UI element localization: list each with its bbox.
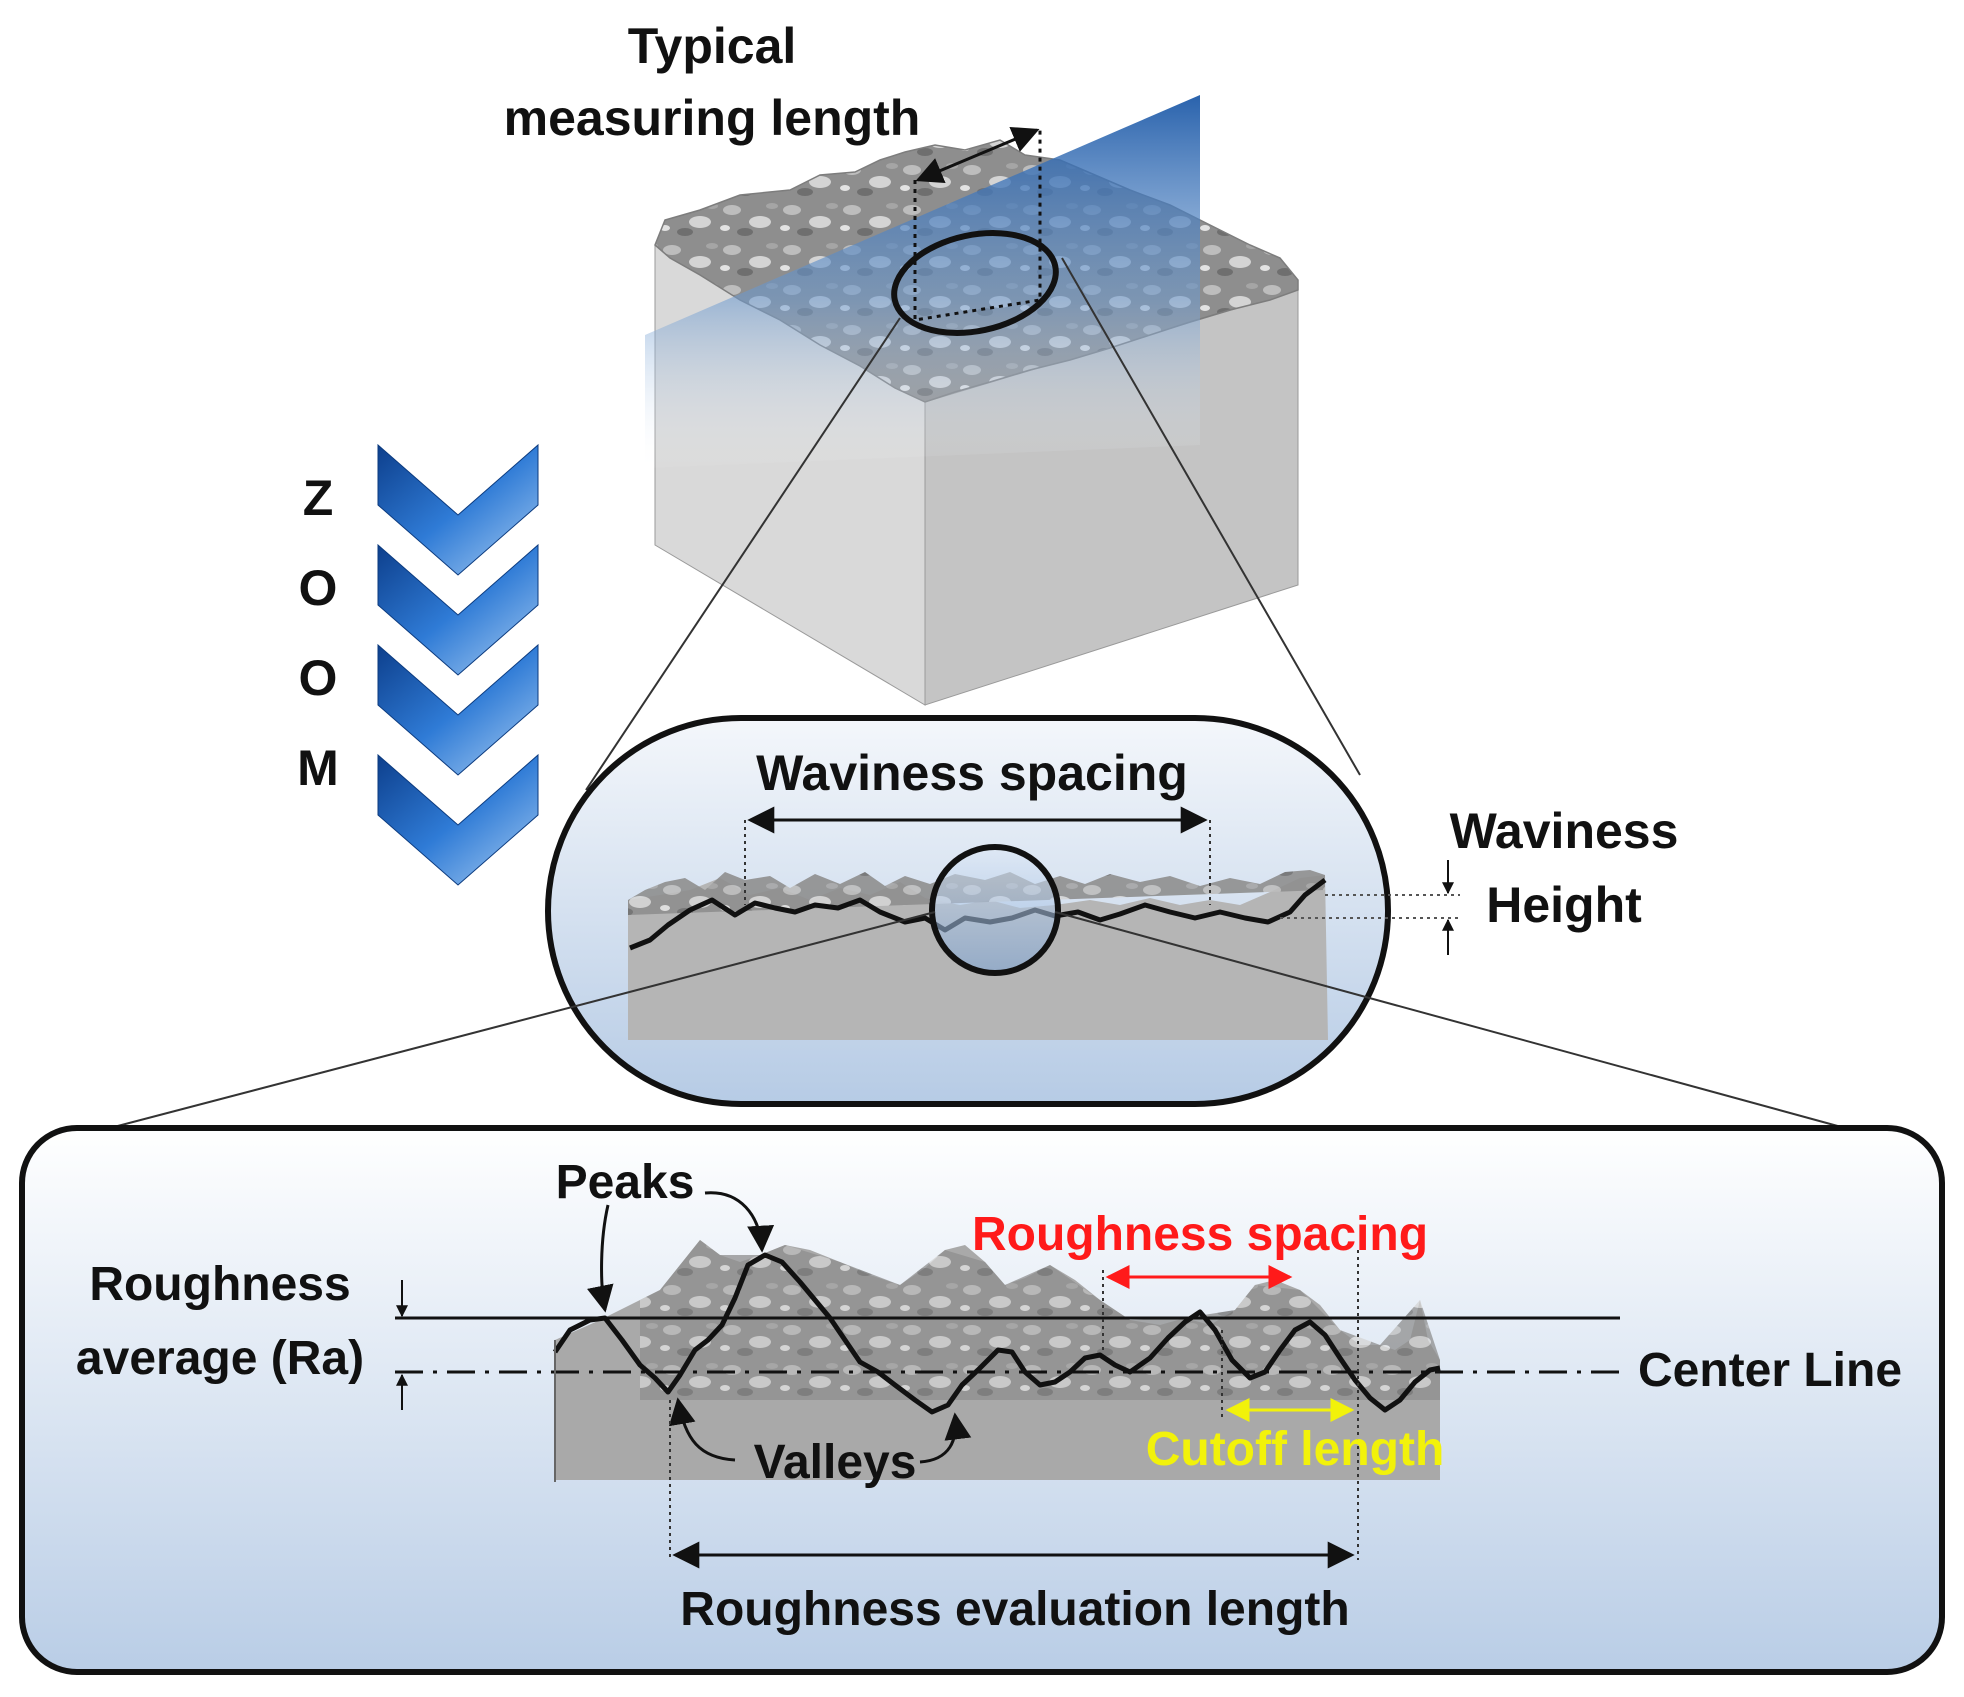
valley-arrow-2	[919, 1412, 972, 1464]
zoom-line-left-1	[585, 317, 901, 791]
roughness-average-label-line1: Roughness	[89, 1258, 350, 1311]
chevron-icon-3	[377, 643, 539, 776]
waviness-oval	[545, 715, 1391, 1107]
zoom-ellipse-top	[891, 230, 1059, 336]
waviness-height-label-line2: Height	[1486, 877, 1642, 933]
zoom-letter-o1: O	[299, 560, 338, 616]
peaks-label: Peaks	[556, 1156, 695, 1209]
zoom-letter-o2: O	[299, 650, 338, 706]
roughness-average-label-line2: average (Ra)	[76, 1332, 364, 1385]
peak-arrow-2	[704, 1191, 775, 1253]
valleys-label: Valleys	[754, 1436, 917, 1489]
zoom-line-right-1	[1061, 257, 1361, 776]
typical-label-line2: measuring length	[504, 90, 921, 146]
zoom-line-right-2	[1054, 911, 1846, 1129]
roughness-spacing-label: Roughness spacing	[972, 1208, 1428, 1261]
zoom-letter-m: M	[297, 740, 339, 796]
roughness-profile-texture	[640, 1240, 1440, 1400]
chevron-icon-2	[377, 543, 539, 676]
chevron-icon-4	[377, 753, 539, 886]
waviness-spacing-label: Waviness spacing	[756, 745, 1188, 801]
center-line-label: Center Line	[1638, 1344, 1902, 1397]
cutting-plane	[645, 95, 1200, 468]
zoom-letter-z: Z	[303, 470, 334, 526]
zoom-line-left-2	[109, 911, 936, 1129]
measuring-dotted-box	[913, 130, 1042, 322]
roughness-evaluation-length-label: Roughness evaluation length	[680, 1583, 1349, 1636]
chevron-icon-1	[377, 443, 539, 576]
peak-arrow-1	[587, 1204, 614, 1313]
cutoff-length-label: Cutoff length	[1146, 1423, 1445, 1476]
roughness-profile-line	[552, 1252, 1441, 1415]
zoom-chevrons	[377, 443, 539, 886]
roughness-panel	[19, 1125, 1945, 1675]
zoom-circle-mid	[929, 844, 1061, 976]
typical-label-line1: Typical	[628, 18, 797, 74]
surface-block	[645, 95, 1299, 706]
measuring-length-arrow	[915, 126, 1040, 184]
valley-arrow-1	[668, 1397, 736, 1462]
waviness-height-label-line1: Waviness	[1450, 803, 1679, 859]
